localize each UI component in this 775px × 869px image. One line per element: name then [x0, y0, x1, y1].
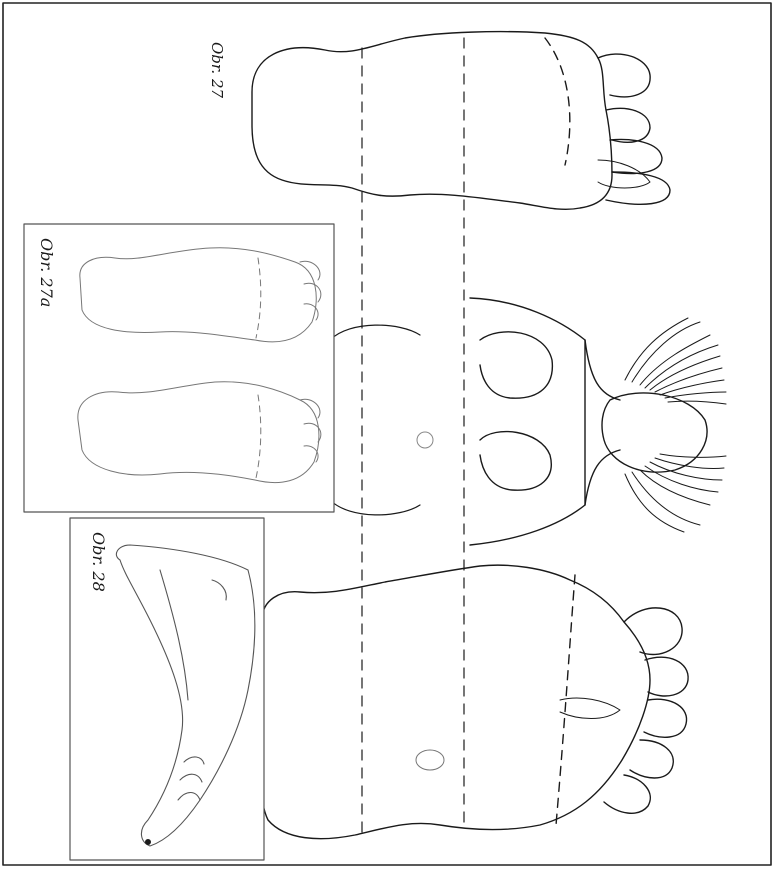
toe-5	[598, 160, 650, 188]
figure-label-obr-27: Obr. 27	[208, 42, 226, 98]
zone-lines	[362, 38, 464, 840]
inset-obr-27a	[24, 224, 334, 512]
lower-foot-sole	[260, 565, 688, 839]
pressure-point-marker	[145, 839, 151, 845]
figure-label-obr-28: Obr. 28	[89, 532, 108, 592]
toe-2	[606, 108, 650, 142]
toe-3	[610, 140, 662, 174]
upper-foot-sole	[252, 32, 670, 210]
lower-big-toe	[624, 608, 682, 655]
toe-4	[606, 172, 670, 204]
big-toe	[598, 54, 650, 97]
torso-figure	[330, 298, 726, 545]
figure-label-obr-27a: Obr. 27a	[37, 238, 56, 307]
